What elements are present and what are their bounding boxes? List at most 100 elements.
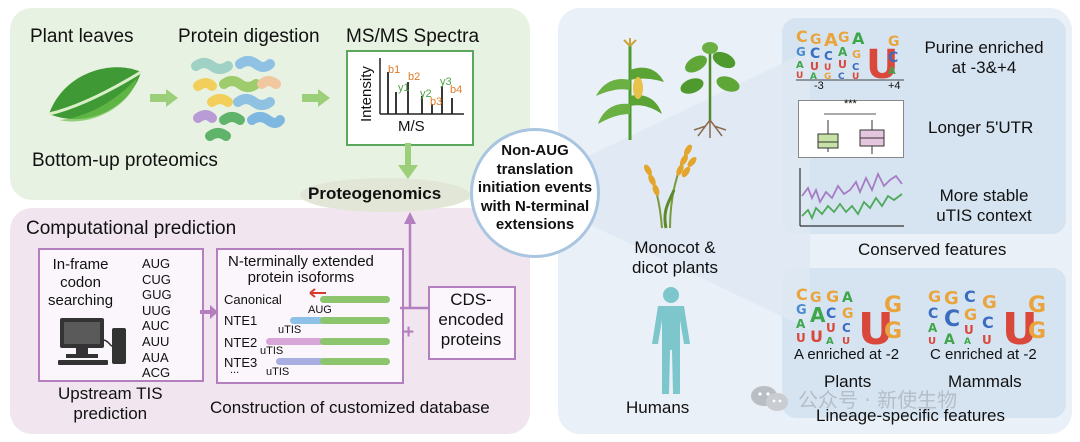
mammals-lineage-label: Mammals [948,372,1022,391]
svg-text:G: G [810,290,822,306]
cds-box [428,286,516,360]
svg-text:C: C [826,306,836,322]
svg-text:G: G [838,30,850,46]
isoforms-title: N-terminally extended protein isoforms [228,253,374,286]
svg-text:A: A [944,332,955,348]
svg-text:A: A [888,66,896,77]
svg-text:C: C [838,72,845,82]
peak-label: b1 [388,64,401,76]
cds-label: CDS- encoded proteins [438,290,504,349]
proteogenomics-label: Proteogenomics [308,184,442,203]
svg-text:G: G [928,287,941,306]
svg-text:A: A [824,30,838,51]
center-circle-text: Non-AUG translation initiation events wi… [477,142,593,233]
svg-text:C: C [824,49,833,63]
bottom-up-label: Bottom-up proteomics [32,150,218,171]
upstream-tis-label: Upstream TIS prediction [58,384,163,423]
plants-enriched-label: A enriched at -2 [794,346,900,363]
svg-text:U: U [796,71,803,81]
svg-text:G: G [826,287,839,306]
svg-text:U: U [838,58,847,71]
leaf-icon [48,67,142,122]
spectrum-ylabel: Intensity [358,66,375,122]
logo-tick-minus3: -3 [814,80,824,92]
svg-text:A: A [852,29,865,48]
svg-text:C: C [928,306,938,322]
connector-lines [400,212,428,310]
svg-text:G: G [842,306,854,322]
protein-digestion-label: Protein digestion [178,26,320,47]
stability-line-plot [799,168,904,227]
svg-text:G: G [884,319,902,344]
arrow-right-icon [200,305,218,319]
svg-text:U: U [858,304,894,355]
svg-text:C: C [964,287,976,306]
svg-text:A: A [810,72,817,82]
svg-text:G: G [810,32,822,48]
plus-sign: + [403,322,415,343]
svg-text:A: A [810,303,826,327]
svg-text:U: U [852,72,859,82]
svg-text:U: U [982,333,992,347]
utr-label: Longer 5'UTR [928,118,1034,137]
ms-spectra-label: MS/MS Spectra [346,26,480,47]
arrow-right-icon [150,89,178,107]
svg-text:G: G [824,72,831,82]
svg-text:C: C [852,62,859,73]
svg-text:A: A [796,317,806,331]
svg-text:A: A [838,45,848,59]
svg-text:A: A [796,60,804,71]
svg-text:A: A [826,336,834,347]
svg-text:C: C [796,285,808,304]
svg-text:G: G [884,293,902,318]
svg-text:G: G [1028,293,1046,318]
stable-label: More stable uTIS context [936,186,1032,225]
plants-label: Monocot & dicot plants [632,238,718,277]
svg-text:G: G [964,305,977,324]
wechat-icon [751,386,788,411]
rows-ellipsis: ... [230,364,240,376]
svg-text:G: G [796,303,807,318]
svg-text:A: A [964,337,971,347]
isoform-bars [266,288,390,365]
svg-text:G: G [888,34,900,50]
peak-label: y2 [420,88,432,100]
peak-label: y3 [440,76,452,88]
svg-text:C: C [796,27,808,46]
plant-leaves-label: Plant leaves [30,26,134,47]
peak-label: b2 [408,71,421,83]
peptides-icon [191,56,285,141]
purine-label: Purine enriched at -3&+4 [924,38,1044,77]
human-icon [652,287,690,394]
construction-label: Construction of customized database [210,398,490,417]
svg-text:G: G [796,45,806,59]
codon-search-label: In-frame codon searching [48,256,114,309]
row-nte3: NTE3 [224,355,258,370]
significance-label: *** [844,98,857,110]
svg-text:C: C [810,46,820,62]
aug-label: AUG [308,304,332,316]
mammals-enriched-label: C enriched at -2 [930,346,1037,363]
lineage-features-panel [782,268,1066,418]
proteogenomics-highlight [300,178,470,212]
row-nte1: NTE1 [224,313,258,328]
rice-plant-icon [644,144,697,229]
svg-text:A: A [842,290,853,306]
utis-label: uTIS [278,324,302,336]
boxplot-frame [798,100,904,158]
peak-label: b4 [450,84,463,96]
svg-text:C: C [842,321,851,335]
arrow-right-icon [302,89,330,107]
arrow-down-icon [398,143,418,179]
humans-label: Humans [626,398,690,417]
spotlight-cone [580,50,810,330]
svg-text:C: C [888,50,898,66]
plants-lineage-label: Plants [824,372,872,391]
center-circle [470,128,600,258]
utis-label: uTIS [260,345,284,357]
spectrum-plot [379,58,464,115]
svg-text:G: G [852,48,861,61]
